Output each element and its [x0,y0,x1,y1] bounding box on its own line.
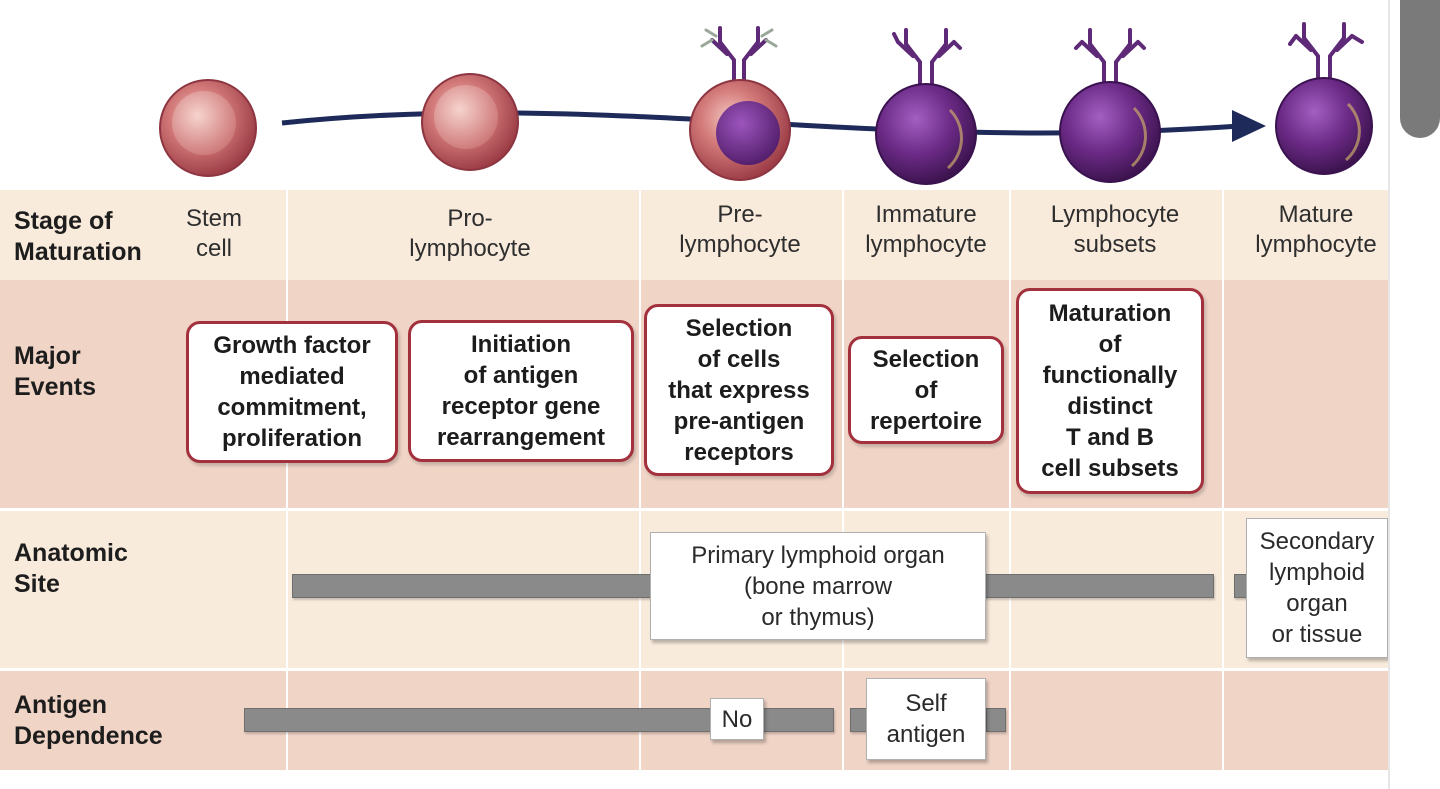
stage-label-pro-lymphocyte: Pro- lymphocyte [409,205,531,262]
no-antigen-box: No [710,698,764,740]
mature-lymphocyte-cell-icon [1275,22,1373,175]
row-label-major-events: Major Events [14,342,96,401]
stem-cell-icon [159,79,257,177]
row-separator [0,668,1388,671]
row-separator [0,508,1388,511]
lymphocyte-subsets-cell-icon [1059,28,1161,183]
pro-lymphocyte-cell-icon [421,73,519,171]
anatomic-site-bar-right [984,574,1214,598]
antigen-dependence-bar-left [244,708,714,732]
event-repertoire-selection: Selection of repertoire [848,336,1004,444]
column-divider [1009,190,1011,770]
vertical-scrollbar-thumb[interactable] [1400,0,1440,138]
secondary-lymphoid-organ-box: Secondary lymphoid organ or tissue [1246,518,1388,658]
row-label-stage-of-maturation: Stage of Maturation [14,207,142,266]
column-divider [639,190,641,770]
event-subset-maturation: Maturation of functionally distinct T an… [1016,288,1204,494]
antigen-dependence-bar-right-end [986,708,1006,732]
event-growth-factor-commitment: Growth factor mediated commitment, proli… [186,321,398,463]
anatomic-site-bar-left [292,574,654,598]
primary-lymphoid-organ-box: Primary lymphoid organ (bone marrow or t… [650,532,986,640]
immature-lymphocyte-cell-icon [875,28,977,185]
cell-maturation-illustration [159,22,1373,185]
row-label-anatomic-site: Anatomic Site [14,539,128,598]
column-divider [1222,190,1224,770]
column-divider [842,190,844,770]
stage-label-lymphocyte-subsets: Lymphocyte subsets [1050,201,1180,258]
stage-label-mature-lymphocyte: Mature lymphocyte [1255,201,1377,258]
row-label-antigen-dependence: Antigen Dependence [14,691,163,750]
arrowhead-icon [1232,110,1266,142]
pre-lymphocyte-cell-icon [689,26,791,181]
column-divider [286,190,288,770]
stage-row-band [0,190,1388,280]
stage-label-pre-lymphocyte: Pre- lymphocyte [679,201,801,258]
lymphocyte-maturation-diagram: Stage of Maturation Major Events Anatomi… [0,22,1388,770]
self-antigen-box: Self antigen [866,678,986,760]
stage-label-immature-lymphocyte: Immature lymphocyte [865,201,987,258]
event-pre-antigen-receptor-selection: Selection of cells that express pre-anti… [644,304,834,476]
event-antigen-receptor-rearrangement: Initiation of antigen receptor gene rear… [408,320,634,462]
antigen-dependence-bar-middle [760,708,834,732]
stage-label-stem-cell: Stem cell [185,205,242,262]
